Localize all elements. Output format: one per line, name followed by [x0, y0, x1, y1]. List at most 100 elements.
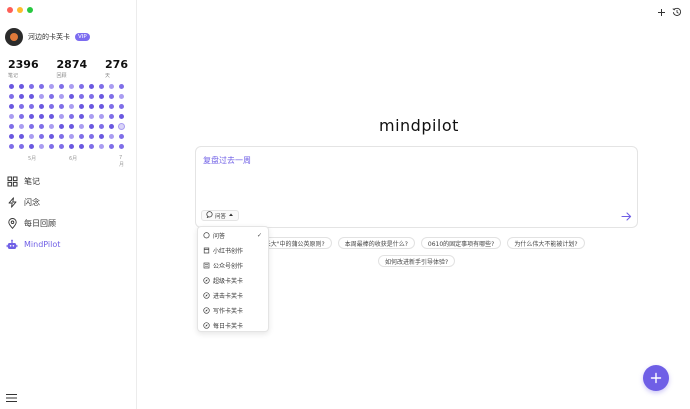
sidebar-item-label: MindPilot: [24, 240, 61, 249]
heatmap-cell: [119, 94, 124, 99]
history-icon[interactable]: [672, 7, 682, 17]
caret-up-icon: [228, 212, 234, 219]
suggestion-chip[interactable]: 为什么伟大不能被计划?: [507, 237, 585, 249]
stat-notes: 2396 笔记: [8, 58, 39, 79]
dropdown-item[interactable]: 每日卡芙卡: [201, 318, 265, 333]
dropdown-item-label: 小红书创作: [213, 248, 244, 255]
heatmap-cell: [69, 114, 74, 119]
dropdown-item[interactable]: 超级卡芙卡: [201, 273, 265, 288]
stat-value: 276: [105, 58, 128, 71]
stat-value: 2396: [8, 58, 39, 71]
lightning-icon: [6, 197, 18, 209]
heatmap-cell: [69, 124, 74, 129]
vip-badge: VIP: [75, 33, 90, 41]
heatmap-cell: [19, 124, 24, 129]
dropdown-item[interactable]: 问答✓: [201, 228, 265, 243]
minimize-window-button[interactable]: [17, 7, 23, 13]
suggestion-row: 如何改进新手引导体验?: [378, 255, 456, 267]
heatmap-cell: [29, 94, 34, 99]
sidebar-item-label: 每日回顾: [24, 219, 56, 228]
heatmap-cell: [39, 94, 44, 99]
close-window-button[interactable]: [7, 7, 13, 13]
heatmap-cell: [59, 124, 64, 129]
dropdown-item[interactable]: 小红书创作: [201, 243, 265, 258]
heatmap-cell: [79, 104, 84, 109]
suggestion-row: 如何理解"长大"中的蒲公英原则?本周最棒的收获是什么?0610的固定事项有哪些?…: [231, 237, 585, 249]
heatmap-cell: [19, 84, 24, 89]
heatmap-cell: [29, 144, 34, 149]
heatmap-cell: [39, 144, 44, 149]
robot-icon: [6, 239, 18, 251]
heatmap-cell: [9, 144, 14, 149]
heatmap-cell: [109, 144, 114, 149]
heatmap-cell: [29, 134, 34, 139]
dropdown-item-label: 进击卡芙卡: [213, 293, 244, 300]
dropdown-item[interactable]: 进击卡芙卡: [201, 288, 265, 303]
maximize-window-button[interactable]: [27, 7, 33, 13]
dropdown-item-label: 问答: [213, 233, 226, 240]
sidebar-item-daily-review[interactable]: 每日回顾: [6, 213, 131, 234]
heatmap-cell: [39, 104, 44, 109]
heatmap-cell: [99, 144, 104, 149]
sidebar-item-notes[interactable]: 笔记: [6, 171, 131, 192]
heatmap-cell: [49, 104, 54, 109]
compass-icon: [203, 277, 210, 284]
heatmap-cell: [119, 104, 124, 109]
heatmap-cell: [19, 114, 24, 119]
plus-icon[interactable]: [656, 7, 666, 17]
dropdown-item-label: 写作卡芙卡: [213, 308, 244, 315]
compass-icon: [203, 307, 210, 314]
sidebar-nav: 笔记 闪念 每日回顾 MindPilot: [6, 171, 131, 255]
top-right-actions: [656, 7, 682, 17]
compass-icon: [203, 292, 210, 299]
dropdown-item[interactable]: 写作卡芙卡: [201, 303, 265, 318]
avatar[interactable]: [5, 28, 23, 46]
suggestion-chip[interactable]: 本周最棒的收获是什么?: [337, 237, 415, 249]
mode-label: 问答: [215, 213, 227, 220]
heatmap-cell: [49, 114, 54, 119]
heatmap-cell: [89, 114, 94, 119]
suggestion-chip[interactable]: 如何改进新手引导体验?: [378, 255, 456, 267]
heatmap-cell: [109, 94, 114, 99]
chat-composer[interactable]: 复盘过去一周 问答: [195, 146, 638, 228]
heatmap-cell: [9, 124, 14, 129]
heatmap-cell: [89, 134, 94, 139]
heatmap-cell: [59, 134, 64, 139]
heatmap-cell: [79, 124, 84, 129]
suggestion-chip[interactable]: 0610的固定事项有哪些?: [420, 237, 502, 249]
stat-value: 2874: [56, 58, 88, 71]
dropdown-item-label: 公众号创作: [213, 263, 244, 270]
user-profile[interactable]: 河边的卡芙卡 VIP: [5, 28, 90, 46]
heatmap-cell: [79, 134, 84, 139]
activity-heatmap: [9, 84, 127, 154]
stat-label: 回顾: [56, 73, 67, 80]
heatmap-cell: [9, 114, 14, 119]
hamburger-menu-icon[interactable]: [6, 393, 18, 403]
send-button[interactable]: [620, 210, 632, 222]
heatmap-cell: [69, 134, 74, 139]
dropdown-item-label: 超级卡芙卡: [213, 278, 244, 285]
sidebar-item-flash[interactable]: 闪念: [6, 192, 131, 213]
chat-icon: [206, 211, 213, 220]
note-book-icon: [203, 247, 210, 254]
heatmap-cell: [29, 114, 34, 119]
heatmap-cell: [89, 104, 94, 109]
mode-selector[interactable]: 问答: [201, 210, 240, 221]
heatmap-cell: [49, 84, 54, 89]
dropdown-item-label: 每日卡芙卡: [213, 323, 244, 330]
heatmap-cell: [39, 124, 44, 129]
composer-input[interactable]: 复盘过去一周: [203, 156, 251, 165]
heatmap-cell: [39, 134, 44, 139]
heatmap-cell: [69, 84, 74, 89]
dropdown-item[interactable]: 公众号创作: [201, 258, 265, 273]
window-controls: [7, 7, 33, 13]
heatmap-cell: [99, 134, 104, 139]
heatmap-cell: [119, 134, 124, 139]
heatmap-cell: [109, 124, 114, 129]
sidebar-item-mindpilot[interactable]: MindPilot: [6, 234, 131, 255]
new-note-button[interactable]: [643, 365, 669, 391]
heatmap-cell: [119, 124, 124, 129]
heatmap-cell: [89, 94, 94, 99]
stat-reviews: 2874 回顾: [56, 58, 88, 80]
heatmap-cell: [49, 144, 54, 149]
